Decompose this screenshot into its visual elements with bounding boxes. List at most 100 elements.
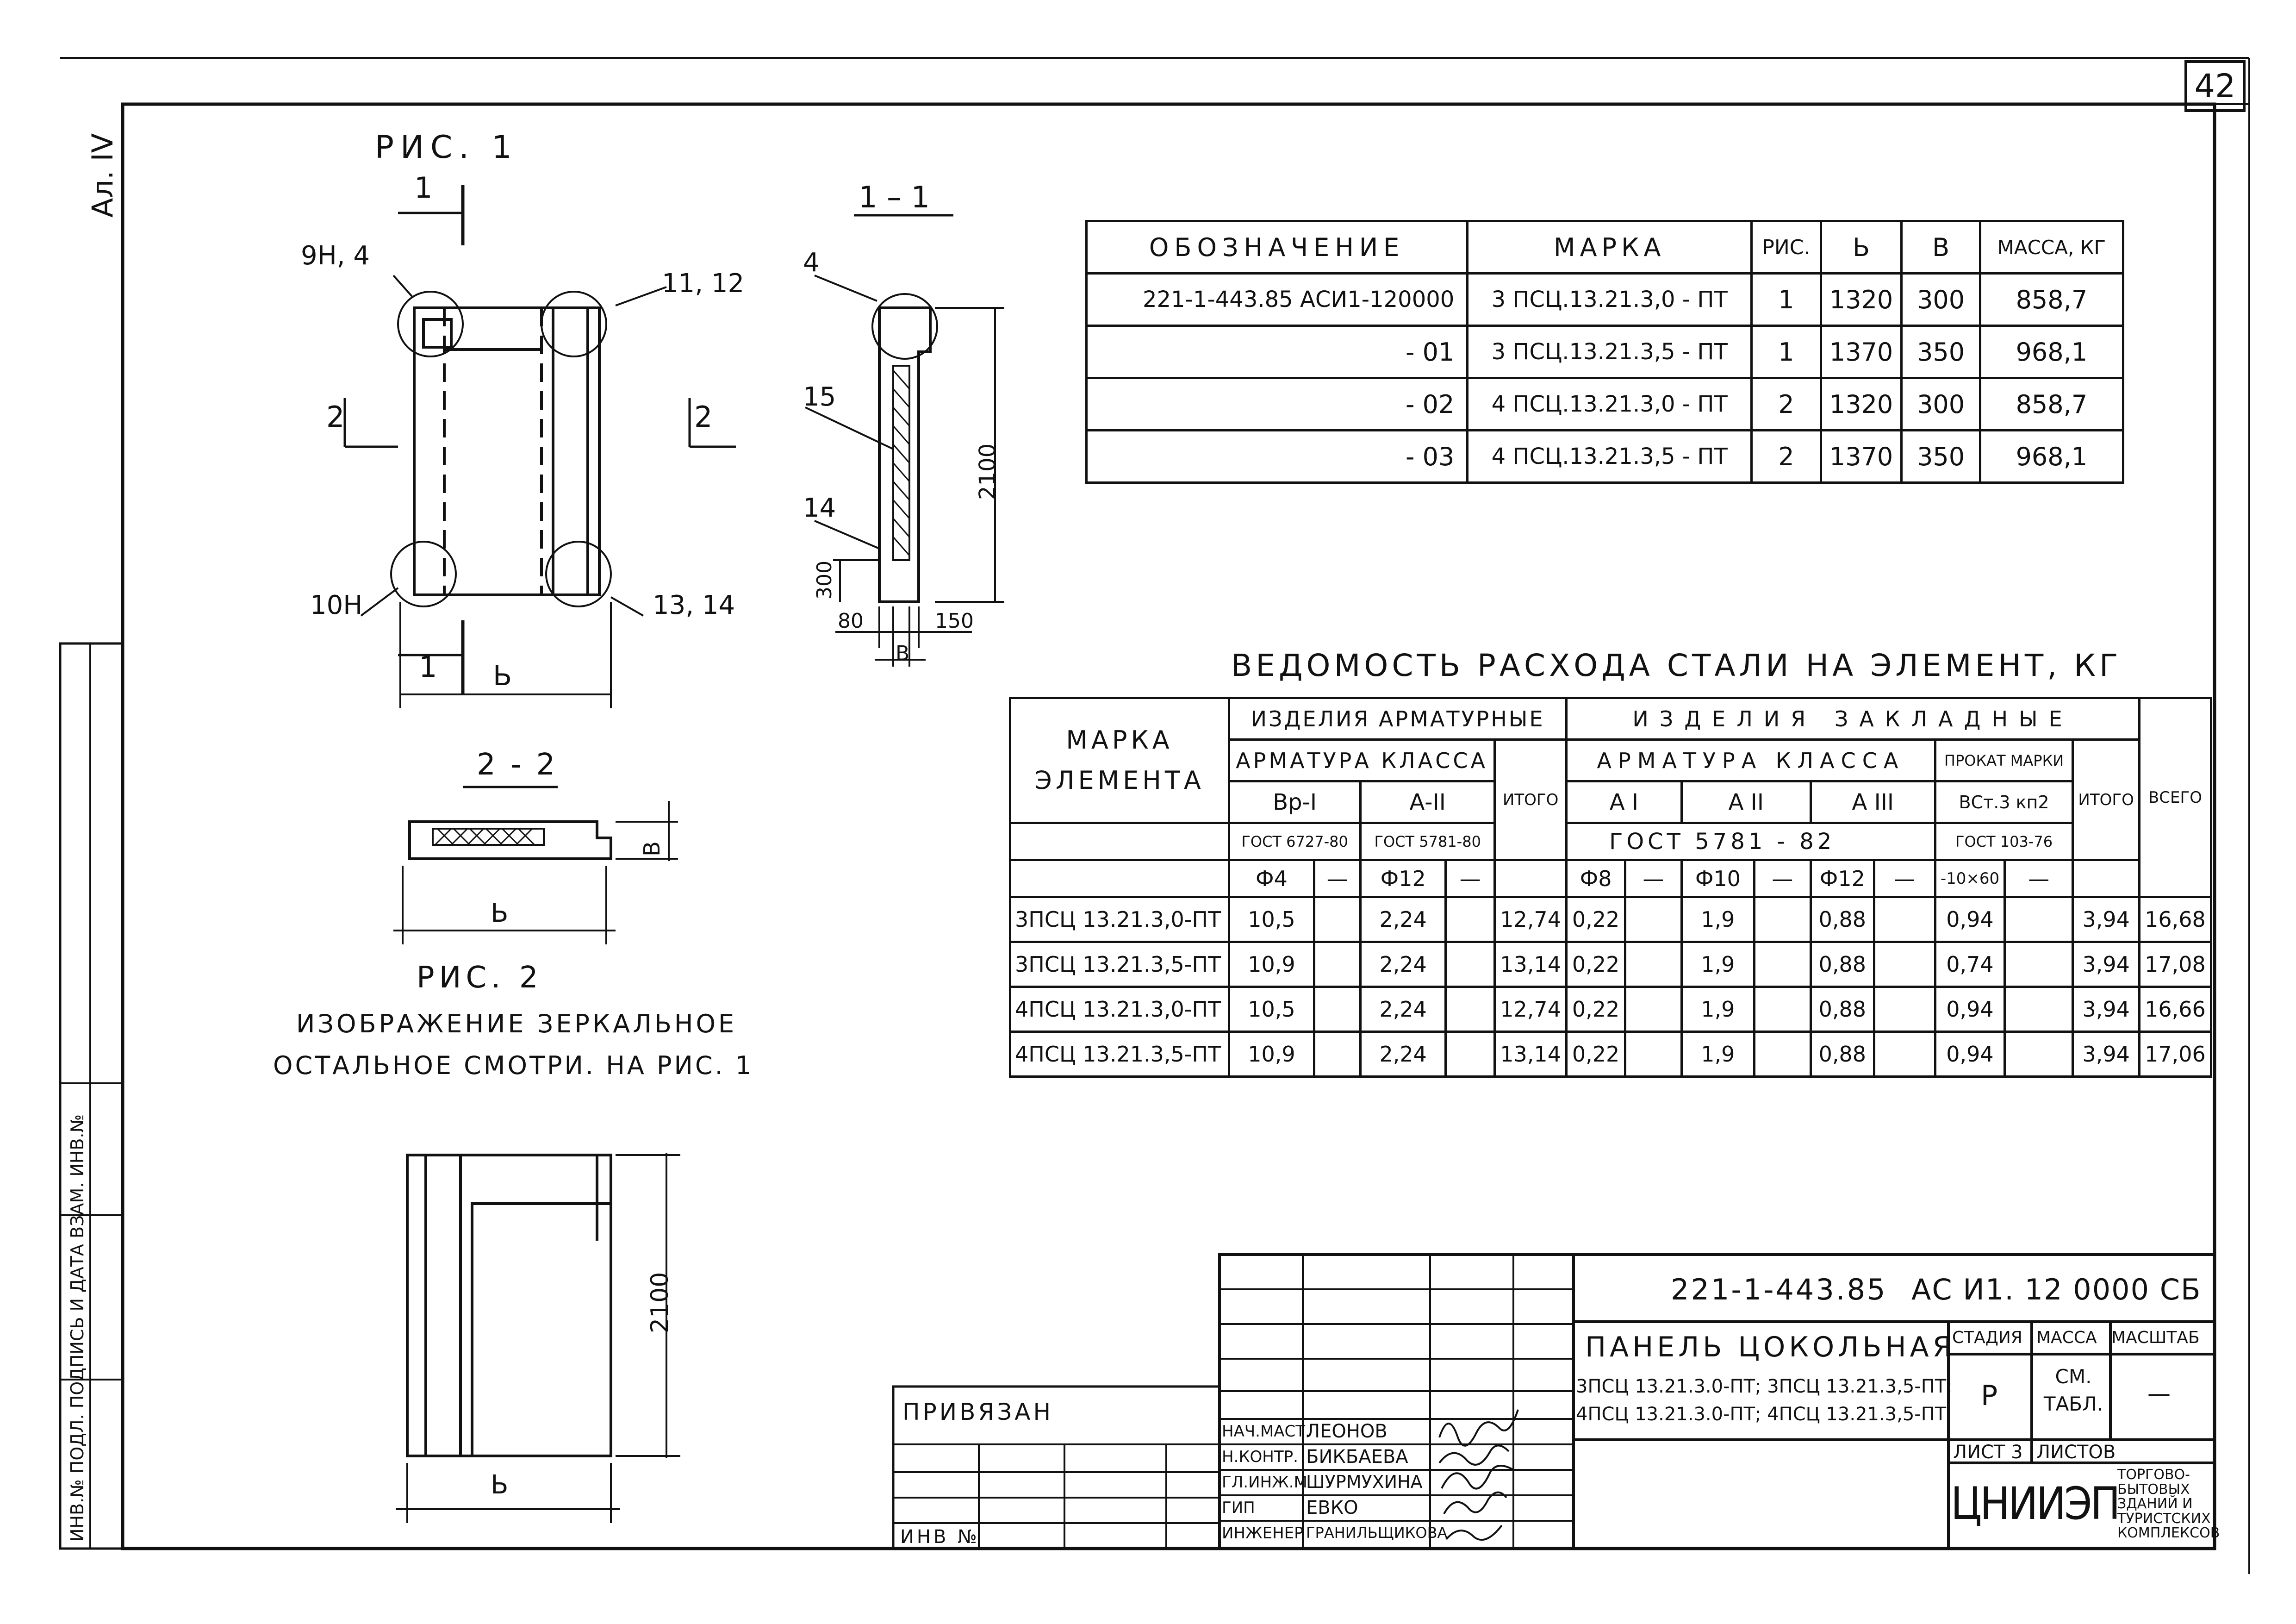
th-mass: МАССА, КГ bbox=[1979, 220, 2125, 275]
title-block-grid bbox=[892, 1253, 2216, 1550]
section-1-1-drawing bbox=[805, 214, 1004, 667]
project-code: 221-1-443.85 bbox=[1671, 1273, 1887, 1306]
cell-total: 17,08 bbox=[2138, 941, 2213, 988]
th-l: Ь bbox=[1819, 220, 1903, 275]
org-desc-line: ЗДАНИЙ И bbox=[2117, 1496, 2193, 1512]
th-dash: — bbox=[1753, 859, 1812, 898]
table-row: 3ПСЦ 13.21.3,5-ПТ 10,9 2,24 13,14 0,22 1… bbox=[1009, 941, 2213, 988]
fig1-callout-11-12: 11, 12 bbox=[662, 269, 745, 299]
fig1-dim-width: Ь bbox=[493, 660, 512, 692]
fig2-dim-width: Ь bbox=[491, 1470, 509, 1500]
cell-l: 1320 bbox=[1819, 272, 1903, 327]
cell-ai: 0,22 bbox=[1565, 941, 1626, 988]
cell-empty bbox=[1753, 1031, 1812, 1078]
table-row: - 03 4 ПСЦ.13.21.3,5 - ПТ 2 1370 350 968… bbox=[1085, 429, 2125, 484]
th-itogo-2: ИТОГО bbox=[2072, 738, 2140, 861]
cell-itogo2: 3,94 bbox=[2072, 986, 2140, 1033]
s11-callout-15: 15 bbox=[803, 382, 836, 412]
table-row: - 01 3 ПСЦ.13.21.3,5 - ПТ 1 1370 350 968… bbox=[1085, 325, 2125, 379]
figure2-note-line1: ИЗОБРАЖЕНИЕ ЗЕРКАЛЬНОЕ bbox=[296, 1009, 737, 1038]
th-mark: МАРКА bbox=[1466, 220, 1753, 275]
staff-role-2: Н.КОНТР. bbox=[1222, 1448, 1298, 1466]
cell-empty bbox=[1624, 941, 1683, 988]
cell-aiii: 0,88 bbox=[1809, 986, 1875, 1033]
cell-mass: 858,7 bbox=[1979, 377, 2125, 431]
cell-empty bbox=[2004, 896, 2074, 943]
cell-total: 17,06 bbox=[2138, 1031, 2213, 1078]
th-rolled: ПРОКАТ МАРКИ bbox=[1934, 738, 2074, 782]
cell-l: 1370 bbox=[1819, 325, 1903, 379]
cell-a2: 2,24 bbox=[1359, 986, 1447, 1033]
cell-ai: 0,22 bbox=[1565, 986, 1626, 1033]
org-desc-line: БЫТОВЫХ bbox=[2117, 1481, 2190, 1498]
cell-b: 300 bbox=[1900, 272, 1981, 327]
th-reinf-class: АРМАТУРА КЛАССА bbox=[1227, 738, 1496, 782]
steel-table-title: ВЕДОМОСТЬ РАСХОДА СТАЛИ НА ЭЛЕМЕНТ, КГ bbox=[1231, 648, 2122, 683]
sheet-label: ЛИСТ 3 bbox=[1953, 1442, 2023, 1463]
cell-empty bbox=[2004, 986, 2074, 1033]
cell-a2: 2,24 bbox=[1359, 941, 1447, 988]
th-gost-5781-82: ГОСТ 5781 - 82 bbox=[1565, 822, 1936, 861]
signatures bbox=[1438, 1409, 1519, 1541]
steel-table: МАРКА ЭЛЕМЕНТА ИЗДЕЛИЯ АРМАТУРНЫЕ ИЗДЕЛИ… bbox=[1009, 697, 2213, 1078]
org-desc-line: ТОРГОВО- bbox=[2117, 1467, 2190, 1483]
cell-fig: 1 bbox=[1750, 272, 1822, 327]
cell-empty bbox=[1753, 941, 1812, 988]
fig2-dim-height: 2100 bbox=[646, 1272, 674, 1333]
org-desc-line: ТУРИСТСКИХ bbox=[2117, 1510, 2211, 1527]
staff-role-4: ГИП bbox=[1222, 1499, 1255, 1517]
th-empty bbox=[1009, 822, 1230, 861]
cell-b: 350 bbox=[1900, 429, 1981, 484]
s22-dim-l: Ь bbox=[491, 898, 509, 928]
album-label: Ал. IV bbox=[86, 133, 119, 218]
mass-value: СМ. ТАБЛ. bbox=[2043, 1365, 2103, 1415]
cell-aii: 1,9 bbox=[1680, 986, 1756, 1033]
s11-dim-2100: 2100 bbox=[975, 443, 1001, 500]
th-dash: — bbox=[1313, 859, 1362, 898]
table-row: 221-1-443.85 АСИ1-120000 3 ПСЦ.13.21.3,0… bbox=[1085, 272, 2125, 327]
th-reinf-class-2: АРМАТУРА КЛАССА bbox=[1565, 738, 1936, 782]
cell-empty bbox=[2004, 1031, 2074, 1078]
th-d4: Ф4 bbox=[1228, 859, 1315, 898]
cell-itogo1: 12,74 bbox=[1493, 896, 1568, 943]
staff-name-1: ЛЕОНОВ bbox=[1306, 1421, 1388, 1442]
s11-dim-150: 150 bbox=[935, 609, 974, 633]
cell-empty bbox=[1873, 986, 1936, 1033]
cell-itogo1: 13,14 bbox=[1493, 1031, 1568, 1078]
th-empty bbox=[1009, 859, 1230, 898]
th-fig: РИС. bbox=[1750, 220, 1822, 275]
staff-name-5: ГРАНИЛЬЩИКОВА bbox=[1306, 1524, 1448, 1542]
cell-itogo2: 3,94 bbox=[2072, 941, 2140, 988]
cell-empty bbox=[1753, 896, 1812, 943]
cell-ai: 0,22 bbox=[1565, 1031, 1626, 1078]
cell-empty bbox=[1444, 896, 1496, 943]
th-designation: ОБОЗНАЧЕНИЕ bbox=[1085, 220, 1469, 275]
doc-code: АС И1. 12 0000 СБ bbox=[1911, 1273, 2202, 1306]
cell-empty bbox=[1444, 986, 1496, 1033]
marks-table-header: ОБОЗНАЧЕНИЕ МАРКА РИС. Ь В МАССА, КГ bbox=[1085, 220, 2125, 275]
sheets-label: ЛИСТОВ bbox=[2036, 1442, 2116, 1463]
cell-empty bbox=[1313, 1031, 1362, 1078]
fig1-callout-13-14: 13, 14 bbox=[653, 590, 735, 620]
cell-aiii: 0,88 bbox=[1809, 1031, 1875, 1078]
cell-l: 1320 bbox=[1819, 377, 1903, 431]
th-total-all: ВСЕГО bbox=[2138, 697, 2213, 898]
table-row: 4ПСЦ 13.21.3,0-ПТ 10,5 2,24 12,74 0,22 1… bbox=[1009, 986, 2213, 1033]
sheet-number: 42 bbox=[2184, 60, 2246, 112]
cell-mass: 968,1 bbox=[1979, 325, 2125, 379]
cell-designation: - 03 bbox=[1085, 429, 1469, 484]
th-class-bp1: Вр-I bbox=[1227, 780, 1362, 824]
th-gost-103: ГОСТ 103-76 bbox=[1934, 822, 2074, 861]
th-class-vst: ВСт.3 кп2 bbox=[1934, 780, 2074, 824]
marks-table: ОБОЗНАЧЕНИЕ МАРКА РИС. Ь В МАССА, КГ 221… bbox=[1085, 220, 2125, 484]
fig1-section-marker-1-bottom: 1 bbox=[419, 650, 437, 684]
cell-b: 350 bbox=[1900, 325, 1981, 379]
cell-aii: 1,9 bbox=[1680, 1031, 1756, 1078]
th-gost-5781-80: ГОСТ 5781-80 bbox=[1359, 822, 1496, 861]
section-2-2-drawing bbox=[393, 786, 678, 944]
cell-bp1: 10,5 bbox=[1228, 986, 1315, 1033]
cell-a2: 2,24 bbox=[1359, 896, 1447, 943]
cell-itogo1: 13,14 bbox=[1493, 941, 1568, 988]
th-dash: — bbox=[1444, 859, 1496, 898]
fig1-section-marker-1-top: 1 bbox=[414, 171, 433, 205]
